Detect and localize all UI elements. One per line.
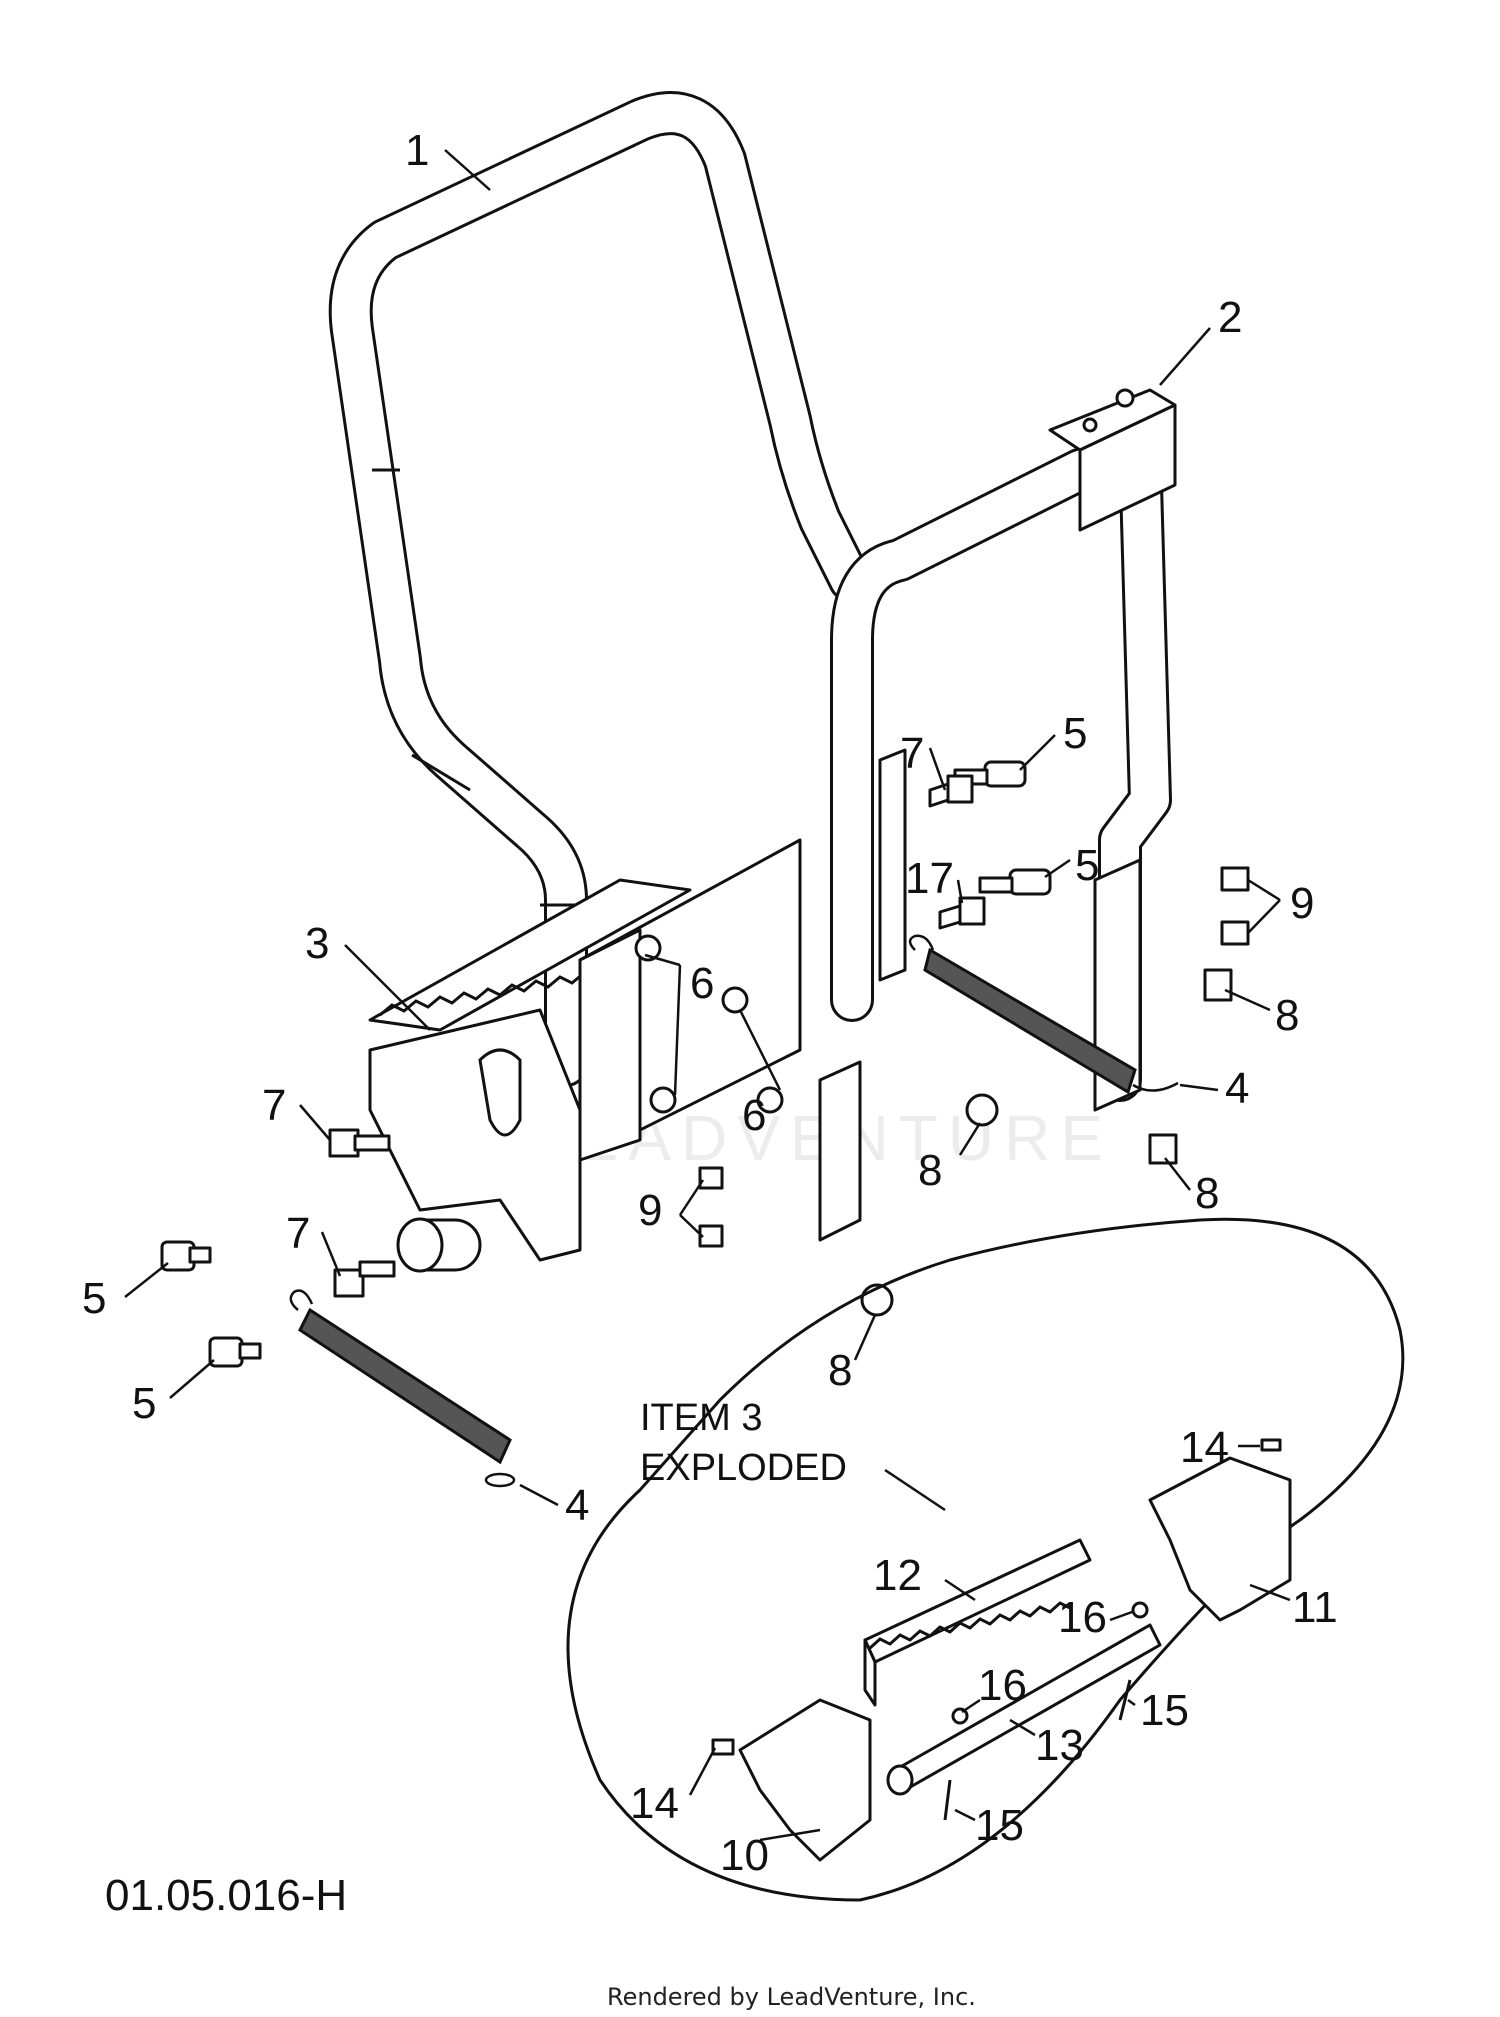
- label-part-9-right: 9: [1290, 879, 1314, 928]
- label-part-5-left-upper: 5: [82, 1274, 106, 1323]
- callout-line-1: ITEM 3: [640, 1397, 762, 1439]
- right-upright-part-2: [818, 388, 1177, 1242]
- label-part-7-left-upper: 7: [262, 1081, 286, 1130]
- label-part-16-lower: 16: [978, 1661, 1027, 1710]
- credit-text: Rendered by LeadVenture, Inc.: [607, 1983, 976, 2011]
- label-part-13: 13: [1035, 1721, 1084, 1770]
- label-part-7-upper: 7: [900, 729, 924, 778]
- label-part-9-middle: 9: [638, 1186, 662, 1235]
- label-part-8-lower: 8: [828, 1346, 852, 1395]
- spring-part-4-right: [908, 934, 1179, 1095]
- label-part-2: 2: [1218, 293, 1242, 342]
- label-part-5-left-lower: 5: [132, 1379, 156, 1428]
- label-part-4-left: 4: [565, 1481, 589, 1530]
- label-part-14-upper: 14: [1180, 1423, 1229, 1472]
- step-assembly-part-3: [368, 838, 802, 1273]
- diagram-code: 01.05.016-H: [105, 1871, 347, 1920]
- label-part-15-upper: 15: [1140, 1686, 1189, 1735]
- label-part-5-upper: 5: [1063, 709, 1087, 758]
- label-part-11: 11: [1292, 1583, 1338, 1632]
- rops-hoop-part-1: [328, 91, 872, 1087]
- label-part-16-upper: 16: [1058, 1593, 1107, 1642]
- label-part-6-lower: 6: [742, 1091, 766, 1140]
- label-part-15-lower: 15: [975, 1801, 1024, 1850]
- label-part-7-left-lower: 7: [286, 1209, 310, 1258]
- label-part-17: 17: [905, 854, 954, 903]
- exploded-view: [566, 1217, 1405, 1902]
- label-part-10: 10: [720, 1831, 769, 1880]
- label-part-12: 12: [873, 1551, 922, 1600]
- fasteners: [160, 760, 1250, 1368]
- label-part-14-lower: 14: [630, 1779, 679, 1828]
- label-part-6-upper: 6: [690, 959, 714, 1008]
- part-labels: 1 2 3 4 4 5 5 5 5 6 6 7 7 7 8 8 8 8 9 9 …: [82, 126, 1338, 1880]
- label-part-8-middle: 8: [918, 1146, 942, 1195]
- label-part-8-right-upper: 8: [1275, 991, 1299, 1040]
- label-part-4-right: 4: [1225, 1064, 1249, 1113]
- label-part-3: 3: [305, 919, 329, 968]
- spring-part-4-left: [289, 1289, 516, 1488]
- leader-lines: [124, 149, 1291, 1842]
- label-part-5-middle: 5: [1075, 841, 1099, 890]
- callout-line-2: EXPLODED: [640, 1447, 847, 1489]
- label-part-8-right-lower: 8: [1195, 1169, 1219, 1218]
- label-part-1: 1: [405, 126, 429, 175]
